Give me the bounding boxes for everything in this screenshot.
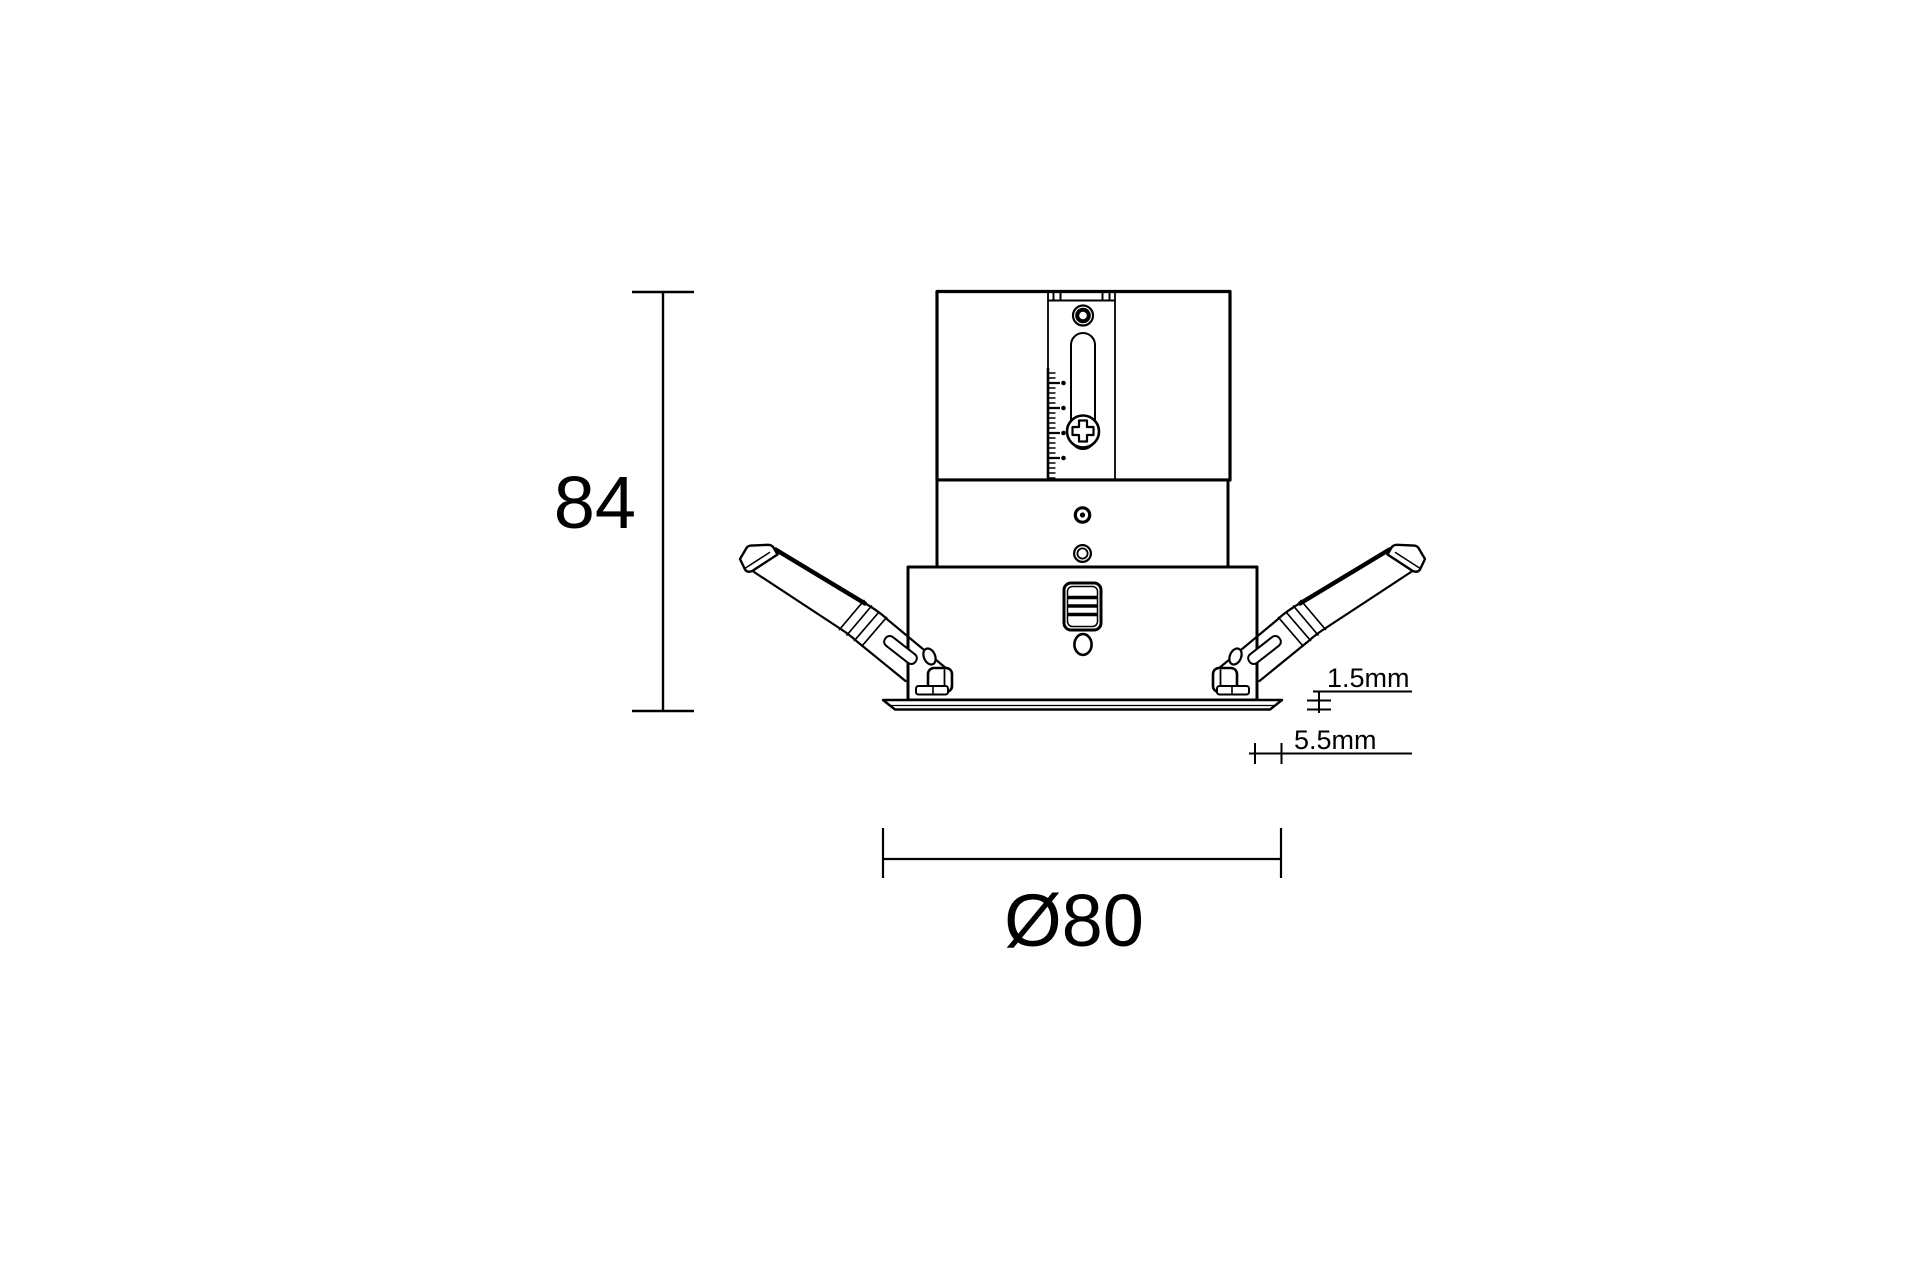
mid-ring-hole-inner [1076,547,1089,560]
fixture-elevation [738,289,1425,711]
flange-lip-dimension: 5.5mm [1249,725,1412,764]
driver-housing-box [935,289,1232,482]
lamp-body-box [906,565,1259,702]
thickness-dim-label: 1.5mm [1327,663,1410,693]
scale-minor-ticks [1048,372,1056,479]
clip-slot [883,634,918,666]
phillips-cross [1071,419,1095,443]
scale-dot-4 [1061,455,1066,461]
scale-dot-3 [1061,430,1066,436]
clip-rivet [922,647,937,666]
clip-bend-steps [838,599,888,647]
diameter-dimension: Ø80 [881,828,1283,962]
latch-inner [1066,585,1099,628]
channel-bracket-ticks [1052,292,1111,301]
clip-paddle-fold [744,551,771,569]
latch-ribs [1068,595,1097,617]
height-dimension: 84 [554,290,694,713]
trim-flange [881,698,1284,711]
latch-hole [1073,632,1093,657]
flange-profile [881,698,1284,711]
spring-clip-left [738,543,954,696]
diameter-dim-label: Ø80 [1004,879,1144,962]
mid-screw-center [1079,512,1086,518]
scale-major-ticks [1048,381,1060,460]
scale-dot-1 [1061,380,1066,386]
clip-arm-lower-edge [749,568,907,683]
mid-housing-box [935,478,1230,569]
top-screw-hole-ring [1075,307,1091,324]
clip-arm-upper-thick [773,547,868,606]
flange-thickness-dimension: 1.5mm [1307,663,1412,713]
clip-foot-tabs [915,685,949,696]
lip-dim-label: 5.5mm [1294,725,1377,755]
scale-dot-2 [1061,405,1066,411]
height-dim-label: 84 [554,461,636,544]
